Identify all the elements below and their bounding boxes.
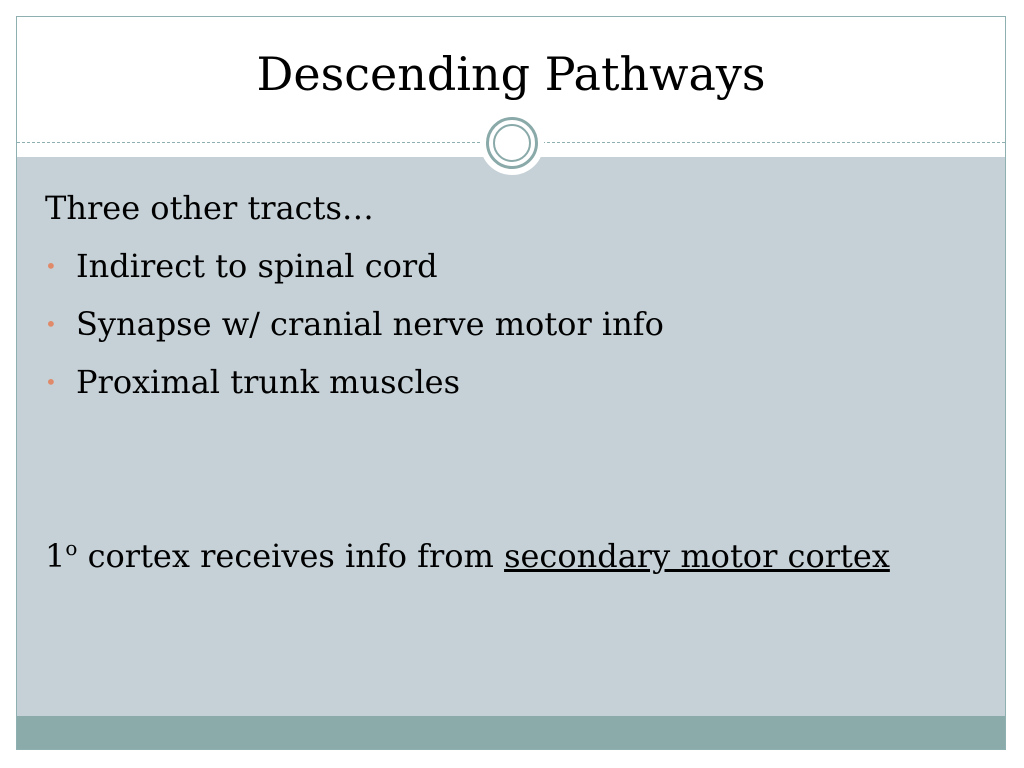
cortex-superscript: o: [65, 536, 78, 560]
circle-ornament-inner: [493, 124, 531, 162]
slide-title: Descending Pathways: [256, 47, 766, 101]
bullet-item: • Proximal trunk muscles: [45, 353, 985, 411]
bullet-item: • Indirect to spinal cord: [45, 237, 985, 295]
cortex-number: 1: [45, 537, 66, 575]
cortex-line: 1o cortex receives info from secondary m…: [45, 527, 985, 585]
bullet-icon: •: [45, 370, 57, 394]
secondary-motor-cortex-text: secondary motor cortex: [504, 537, 890, 575]
content-area: [17, 157, 1005, 717]
bullet-icon: •: [45, 254, 57, 278]
bullet-icon: •: [45, 312, 57, 336]
slide: Descending Pathways Three other tracts… …: [16, 16, 1006, 750]
cortex-text: cortex receives info from: [77, 537, 505, 575]
bullet-item: • Synapse w/ cranial nerve motor info: [45, 295, 985, 353]
intro-line: Three other tracts…: [45, 189, 374, 227]
footer-bar: [17, 716, 1005, 749]
bullet-text: Proximal trunk muscles: [76, 363, 461, 401]
spacer: [45, 411, 985, 527]
slide-body: Three other tracts… • Indirect to spinal…: [45, 179, 985, 585]
bullet-text: Synapse w/ cranial nerve motor info: [76, 305, 664, 343]
bullet-text: Indirect to spinal cord: [76, 247, 438, 285]
